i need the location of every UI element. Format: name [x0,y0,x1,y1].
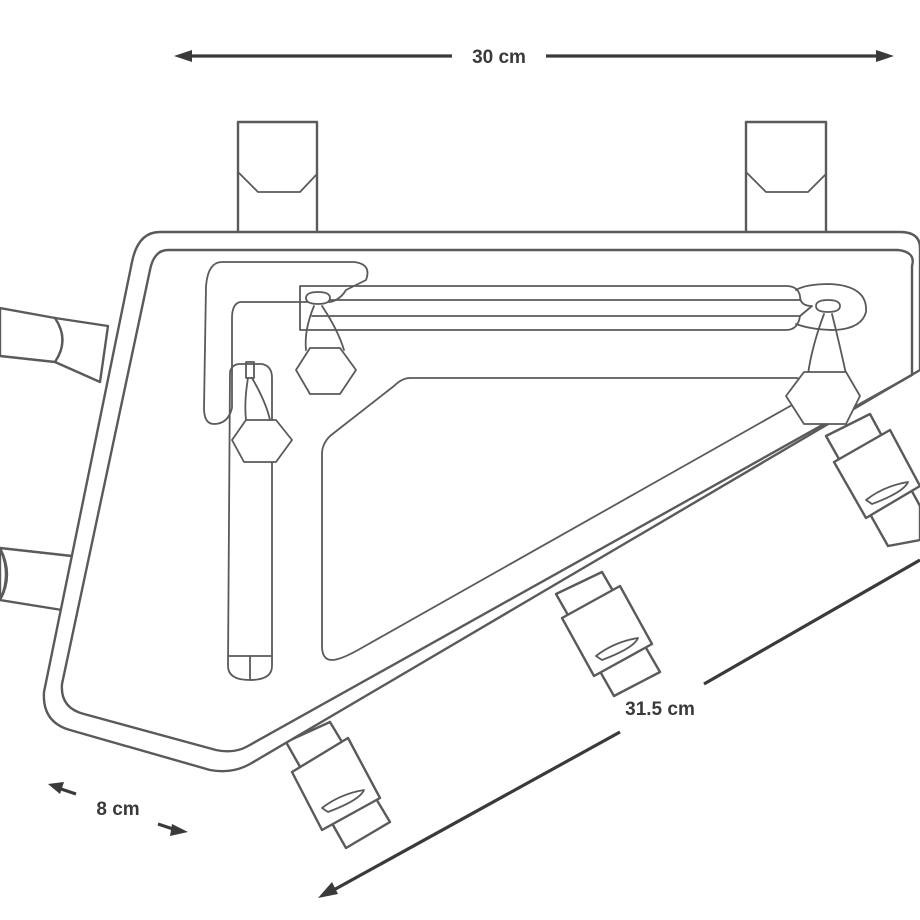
top-tube-strap-left [236,120,319,240]
bag-body [42,230,920,773]
dimension-top: 30 cm [174,47,894,68]
zipper-track [203,261,867,681]
zipper-pull-top-right [785,299,861,425]
zipper-pull-vertical [231,361,293,463]
dimension-label-top: 30 cm [472,47,526,68]
down-tube-buckle-right [824,412,920,548]
zipper-pull-top-left [295,291,357,395]
down-tube-buckle-middle [554,570,662,698]
down-tube-buckle-left [284,720,392,850]
head-tube-strap-lower [0,546,74,612]
dimension-width: 8 cm [48,782,188,836]
head-tube-strap-upper [0,306,110,384]
dimension-diagonal: 31.5 cm [318,558,920,898]
dimension-label-diagonal: 31.5 cm [625,699,695,720]
top-tube-strap-right [744,120,828,240]
dimension-label-width: 8 cm [96,799,139,820]
